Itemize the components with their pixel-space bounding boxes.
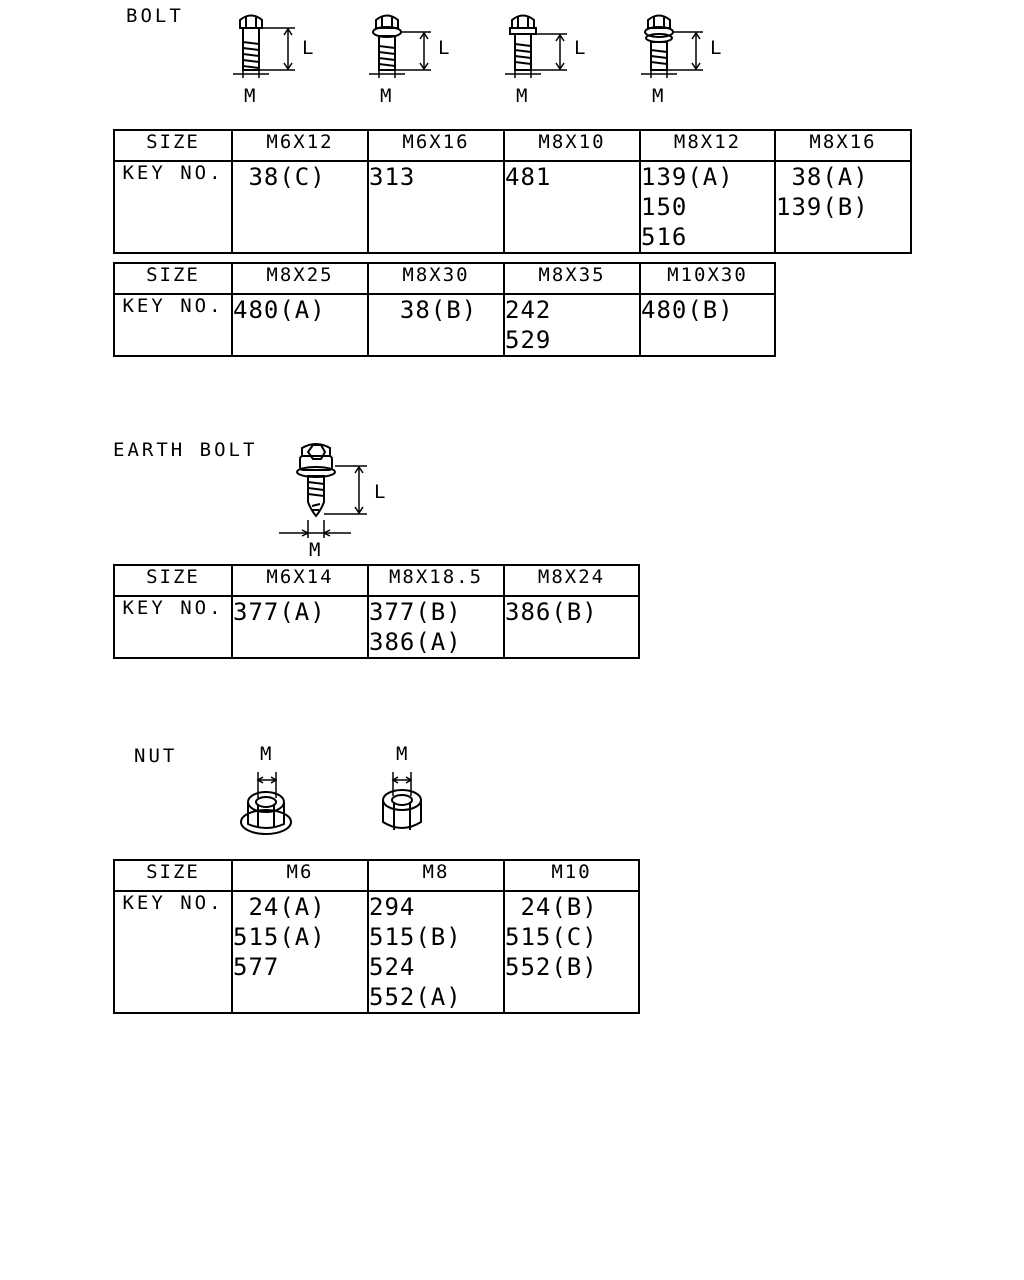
bolt-figure-3: L M: [505, 14, 585, 107]
key-no-header: KEY NO.: [113, 160, 233, 254]
bolt-1-diameter-label: M: [244, 85, 255, 107]
earth-bolt-section-title: EARTH BOLT: [113, 439, 258, 461]
keys-m8x30: 38(B): [367, 293, 505, 357]
size-header: SIZE: [113, 564, 233, 597]
keys-m10: 24(B) 515(C) 552(B): [503, 890, 640, 1014]
key-number: 242: [505, 296, 552, 324]
earth-bolt-diameter-label: M: [309, 539, 320, 561]
size-header: SIZE: [113, 129, 233, 162]
size-m8: M8: [367, 859, 505, 892]
key-number: 516: [641, 223, 688, 251]
bolt-4-diameter-label: M: [652, 85, 663, 107]
keys-m8x25: 480(A): [231, 293, 369, 357]
key-number: 294: [369, 893, 416, 921]
key-number: 24(A): [233, 893, 326, 921]
key-number: 386(B): [505, 598, 598, 626]
key-number: 515(A): [233, 923, 326, 951]
size-m6x16: M6X16: [367, 129, 505, 162]
size-header: SIZE: [113, 859, 233, 892]
key-number: 313: [369, 163, 416, 191]
bolt-figure-1: L M: [233, 14, 313, 107]
size-m8x16: M8X16: [774, 129, 912, 162]
bolt-section-title: BOLT: [126, 5, 184, 27]
key-number: 24(B): [505, 893, 598, 921]
earth-bolt-table: SIZE M6X14 M8X18.5 M8X24 KEY NO. 377(A) …: [113, 564, 640, 659]
key-number: 150: [641, 193, 688, 221]
keys-m8x35: 242 529: [503, 293, 641, 357]
key-number: 480(A): [233, 296, 326, 324]
key-number: 524: [369, 953, 416, 981]
key-number: 481: [505, 163, 552, 191]
key-number: 38(B): [369, 296, 478, 324]
bolt-table-1: SIZE M6X12 M6X16 M8X10 M8X12 M8X16 KEY N…: [113, 129, 912, 254]
key-number: 552(A): [369, 983, 462, 1011]
key-number: 552(B): [505, 953, 598, 981]
keys-m8x18-5: 377(B) 386(A): [367, 595, 505, 659]
bolt-4-length-label: L: [710, 37, 721, 59]
nut-hex-diameter-label: M: [396, 743, 407, 765]
bolt-3-diameter-label: M: [516, 85, 527, 107]
size-m8x35: M8X35: [503, 262, 641, 295]
earth-bolt-length-label: L: [374, 481, 385, 503]
key-number: 577: [233, 953, 280, 981]
key-number: 377(B): [369, 598, 462, 626]
keys-m6x14: 377(A): [231, 595, 369, 659]
keys-m8x24: 386(B): [503, 595, 640, 659]
size-m10x30: M10X30: [639, 262, 776, 295]
key-number: 480(B): [641, 296, 734, 324]
bolt-table-2: SIZE M8X25 M8X30 M8X35 M10X30 KEY NO. 48…: [113, 262, 776, 357]
nut-section-title: NUT: [134, 745, 178, 767]
key-number: 139(B): [776, 193, 869, 221]
size-m8x30: M8X30: [367, 262, 505, 295]
key-number: 38(A): [776, 163, 869, 191]
key-number: 377(A): [233, 598, 326, 626]
keys-m6: 24(A) 515(A) 577: [231, 890, 369, 1014]
keys-m8x12: 139(A) 150 516: [639, 160, 776, 254]
nut-flange-diameter-label: M: [260, 743, 271, 765]
size-m8x18-5: M8X18.5: [367, 564, 505, 597]
keys-m8x10: 481: [503, 160, 641, 254]
size-m8x12: M8X12: [639, 129, 776, 162]
keys-m10x30: 480(B): [639, 293, 776, 357]
key-number: 529: [505, 326, 552, 354]
key-no-header: KEY NO.: [113, 293, 233, 357]
earth-bolt-figure: L M: [279, 443, 385, 561]
nut-figure-hex: M: [382, 743, 422, 830]
bolt-2-diameter-label: M: [380, 85, 391, 107]
bolt-3-length-label: L: [574, 37, 585, 59]
key-number: 515(B): [369, 923, 462, 951]
size-m8x24: M8X24: [503, 564, 640, 597]
size-m6x14: M6X14: [231, 564, 369, 597]
bolt-1-length-label: L: [302, 37, 313, 59]
key-no-header: KEY NO.: [113, 890, 233, 1014]
keys-m6x16: 313: [367, 160, 505, 254]
size-m8x10: M8X10: [503, 129, 641, 162]
key-number: 139(A): [641, 163, 734, 191]
size-m8x25: M8X25: [231, 262, 369, 295]
key-number: 38(C): [233, 163, 326, 191]
bolt-figure-2: L M: [369, 14, 449, 107]
keys-m6x12: 38(C): [231, 160, 369, 254]
size-m10: M10: [503, 859, 640, 892]
size-m6x12: M6X12: [231, 129, 369, 162]
nut-figure-flange: M: [240, 743, 292, 835]
bolt-figure-4: L M: [641, 14, 721, 107]
size-m6: M6: [231, 859, 369, 892]
nut-table: SIZE M6 M8 M10 KEY NO. 24(A) 515(A) 577 …: [113, 859, 640, 1014]
keys-m8: 294 515(B) 524 552(A): [367, 890, 505, 1014]
bolt-2-length-label: L: [438, 37, 449, 59]
key-no-header: KEY NO.: [113, 595, 233, 659]
keys-m8x16: 38(A) 139(B): [774, 160, 912, 254]
key-number: 515(C): [505, 923, 598, 951]
size-header: SIZE: [113, 262, 233, 295]
key-number: 386(A): [369, 628, 462, 656]
